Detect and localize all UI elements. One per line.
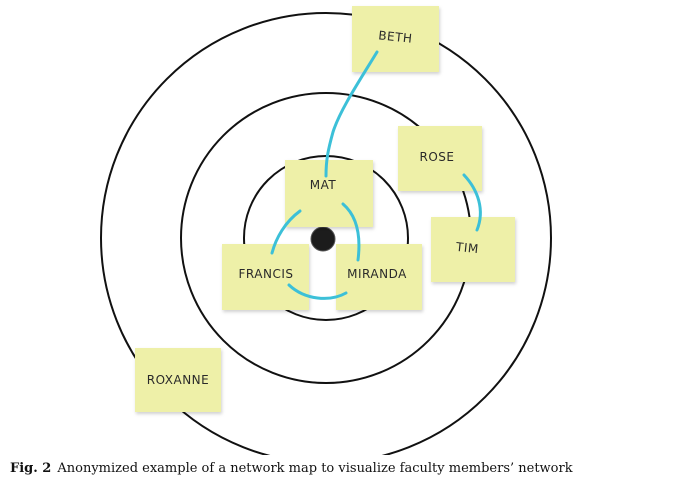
connector-beth-mat xyxy=(324,50,379,178)
note-francis: FRANCIS xyxy=(222,244,309,310)
note-francis-label: FRANCIS xyxy=(239,267,294,281)
note-mat: MAT xyxy=(285,160,373,227)
connector-rose-tim xyxy=(462,173,482,232)
note-roxanne-label: ROXANNE xyxy=(147,373,209,387)
note-beth: BETH xyxy=(352,6,439,72)
center-dot xyxy=(310,226,336,252)
note-tim: TIM xyxy=(431,217,515,282)
network-map: BETH ROSE MAT TIM FRANCIS MIRANDA ROXANN… xyxy=(100,6,552,455)
center-gap xyxy=(312,252,340,312)
connector-francis-miranda xyxy=(287,283,348,300)
caption-text: Anonymized example of a network map to v… xyxy=(57,461,573,476)
note-miranda-label: MIRANDA xyxy=(347,267,407,281)
note-miranda: MIRANDA xyxy=(336,244,422,310)
note-beth-label: BETH xyxy=(378,28,413,45)
outer-ring xyxy=(100,12,552,455)
connector-mat-miranda xyxy=(341,202,361,262)
note-rose-label: ROSE xyxy=(420,150,455,164)
figure-caption: Fig. 2 Anonymized example of a network ma… xyxy=(10,461,675,476)
note-roxanne: ROXANNE xyxy=(135,348,221,412)
caption-label: Fig. 2 xyxy=(10,461,52,476)
note-mat-label: MAT xyxy=(310,178,337,192)
connector-mat-francis xyxy=(270,209,302,255)
note-tim-label: TIM xyxy=(454,240,479,256)
